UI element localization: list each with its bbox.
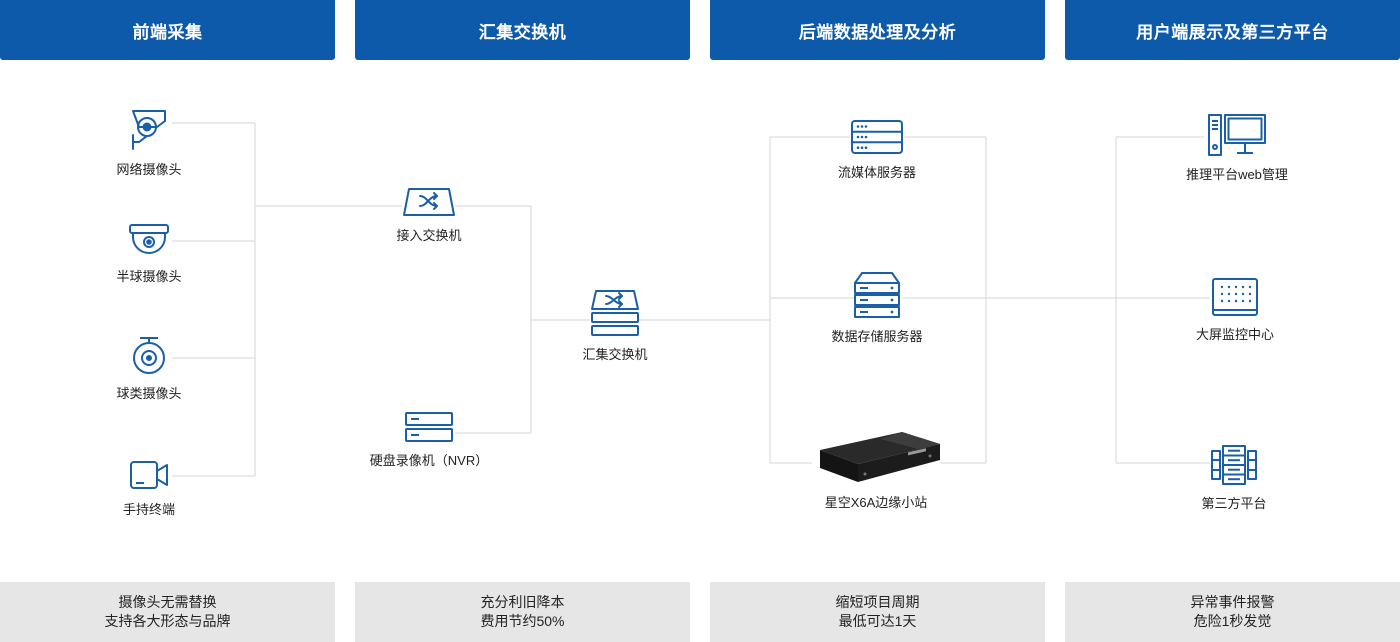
footer-line: 最低可达1天 [838, 613, 917, 629]
node-media-server: 流媒体服务器 [807, 118, 947, 181]
node-label: 球类摄像头 [116, 386, 182, 401]
header-aggregation-switch: 汇集交换机 [355, 0, 690, 60]
node-network-camera: 网络摄像头 [79, 105, 219, 178]
nvr-icon [405, 412, 453, 442]
node-label: 流媒体服务器 [837, 165, 916, 180]
aggregation-switch-icon [591, 290, 639, 336]
bullet-camera-icon [132, 110, 166, 150]
edge-box-device-image [820, 432, 940, 482]
node-third-party-platform: 第三方平台 [1164, 443, 1304, 512]
node-storage-server: 数据存储服务器 [807, 270, 947, 345]
node-big-screen-center: 大屏监控中心 [1165, 276, 1305, 343]
node-label: 第三方平台 [1201, 496, 1267, 511]
node-label: 手持终端 [122, 502, 175, 517]
node-label: 汇集交换机 [582, 347, 648, 362]
dome-camera-icon [129, 224, 169, 254]
node-ball-camera: 球类摄像头 [79, 335, 219, 402]
footer-switch-benefit: 充分利旧降本 费用节约50% [355, 582, 690, 642]
ball-camera-icon [133, 337, 165, 374]
footer-line: 摄像头无需替换 [118, 594, 217, 610]
node-label: 网络摄像头 [116, 162, 182, 177]
node-nvr: 硬盘录像机（NVR） [359, 410, 499, 469]
handheld-camera-icon [130, 461, 168, 489]
header-backend-processing: 后端数据处理及分析 [710, 0, 1045, 60]
node-label: 硬盘录像机（NVR） [369, 453, 489, 468]
footer-line: 支持各大形态与品牌 [104, 613, 231, 629]
node-edge-box: 星空X6A边缘小站 [806, 430, 946, 511]
node-access-switch: 接入交换机 [359, 185, 499, 244]
footer-user-benefit: 异常事件报警 危险1秒发觉 [1065, 582, 1400, 642]
footer-line: 充分利旧降本 [480, 594, 565, 610]
node-label: 接入交换机 [396, 228, 462, 243]
third-party-server-icon [1211, 445, 1257, 485]
desktop-computer-icon [1208, 114, 1266, 156]
node-label: 数据存储服务器 [831, 329, 923, 344]
node-label: 星空X6A边缘小站 [824, 495, 928, 510]
footer-line: 异常事件报警 [1190, 594, 1275, 610]
footer-line: 费用节约50% [480, 613, 565, 629]
node-handheld-terminal: 手持终端 [79, 457, 219, 518]
node-label: 推理平台web管理 [1186, 167, 1288, 182]
node-label: 半球摄像头 [116, 269, 182, 284]
node-dome-camera: 半球摄像头 [79, 222, 219, 285]
footer-frontend-benefit: 摄像头无需替换 支持各大形态与品牌 [0, 582, 335, 642]
monitor-screen-icon [1212, 278, 1258, 316]
node-web-management: 推理平台web管理 [1167, 112, 1307, 183]
header-frontend-collection: 前端采集 [0, 0, 335, 60]
access-switch-icon [403, 188, 455, 216]
node-label: 大屏监控中心 [1195, 327, 1274, 342]
footer-line: 危险1秒发觉 [1193, 613, 1272, 629]
header-user-display: 用户端展示及第三方平台 [1065, 0, 1400, 60]
storage-server-icon [854, 272, 900, 318]
media-server-icon [851, 120, 903, 154]
footer-backend-benefit: 缩短项目周期 最低可达1天 [710, 582, 1045, 642]
node-aggregation-switch: 汇集交换机 [545, 288, 685, 363]
footer-line: 缩短项目周期 [835, 594, 920, 610]
